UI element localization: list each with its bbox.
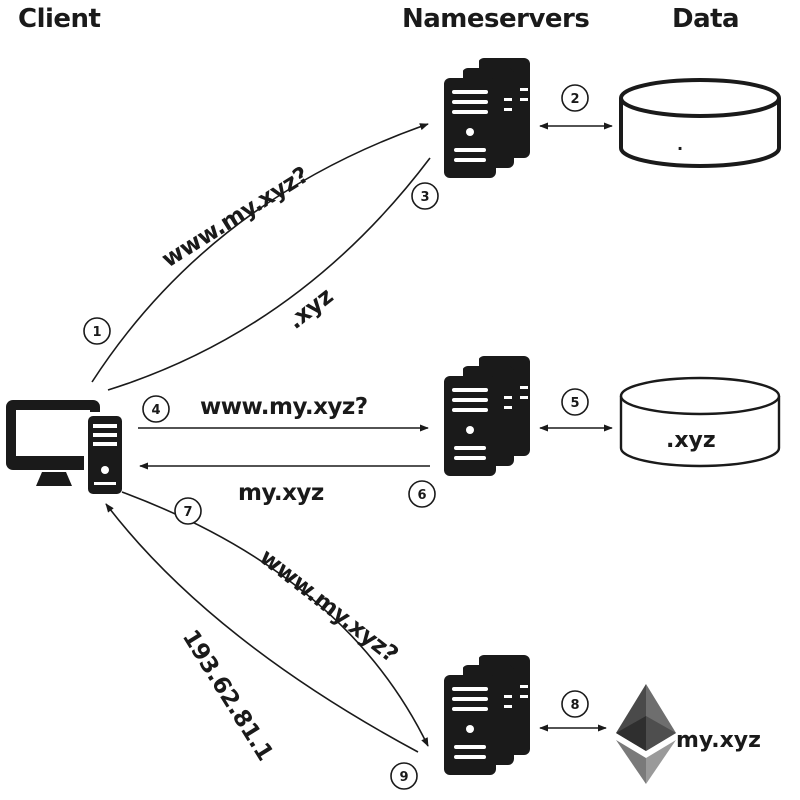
ens-data-label: my.xyz	[676, 728, 761, 753]
reply-arrow-3	[107, 157, 431, 391]
ens-nameserver-icon	[444, 655, 530, 775]
query-arrow-7	[121, 491, 429, 747]
message-reply-tld: my.xyz	[238, 480, 324, 506]
svg-text:3: 3	[420, 190, 429, 205]
desktop-computer-icon	[6, 400, 124, 496]
step-marker-1: 1	[83, 317, 111, 345]
step-marker-9: 9	[390, 762, 418, 790]
step-marker-3: 3	[411, 182, 439, 210]
query-arrow-1	[91, 123, 429, 383]
svg-text:9: 9	[399, 770, 408, 785]
data-header: Data	[672, 4, 739, 34]
svg-text:4: 4	[151, 403, 160, 418]
step-marker-6: 6	[408, 480, 436, 508]
svg-text:6: 6	[417, 488, 426, 503]
message-query-tld: www.my.xyz?	[200, 394, 368, 420]
svg-text:2: 2	[570, 92, 579, 107]
tld-database-label: .xyz	[666, 428, 716, 453]
client-header: Client	[18, 4, 101, 34]
message-query-root: www.my.xyz?	[157, 162, 313, 273]
step-marker-4: 4	[142, 395, 170, 423]
step-marker-5: 5	[561, 388, 589, 416]
root-database-icon	[619, 78, 781, 168]
root-nameserver-icon	[444, 58, 530, 178]
message-query-ens: www.my.xyz?	[254, 544, 402, 668]
nameservers-header: Nameservers	[402, 4, 589, 34]
step-marker-2: 2	[561, 84, 589, 112]
message-reply-ens: 193.62.81.1	[177, 625, 278, 765]
ethereum-logo-icon	[616, 684, 676, 784]
reply-arrow-9	[105, 503, 419, 753]
tld-nameserver-icon	[444, 356, 530, 476]
svg-text:8: 8	[570, 698, 579, 713]
step-marker-7: 7	[174, 497, 202, 525]
svg-text:1: 1	[92, 325, 101, 340]
root-database-label: .	[677, 135, 683, 154]
svg-text:7: 7	[183, 505, 192, 520]
message-reply-root: .xyz	[283, 283, 338, 334]
tld-database-icon	[619, 376, 781, 468]
svg-text:5: 5	[570, 396, 579, 411]
step-marker-8: 8	[561, 690, 589, 718]
